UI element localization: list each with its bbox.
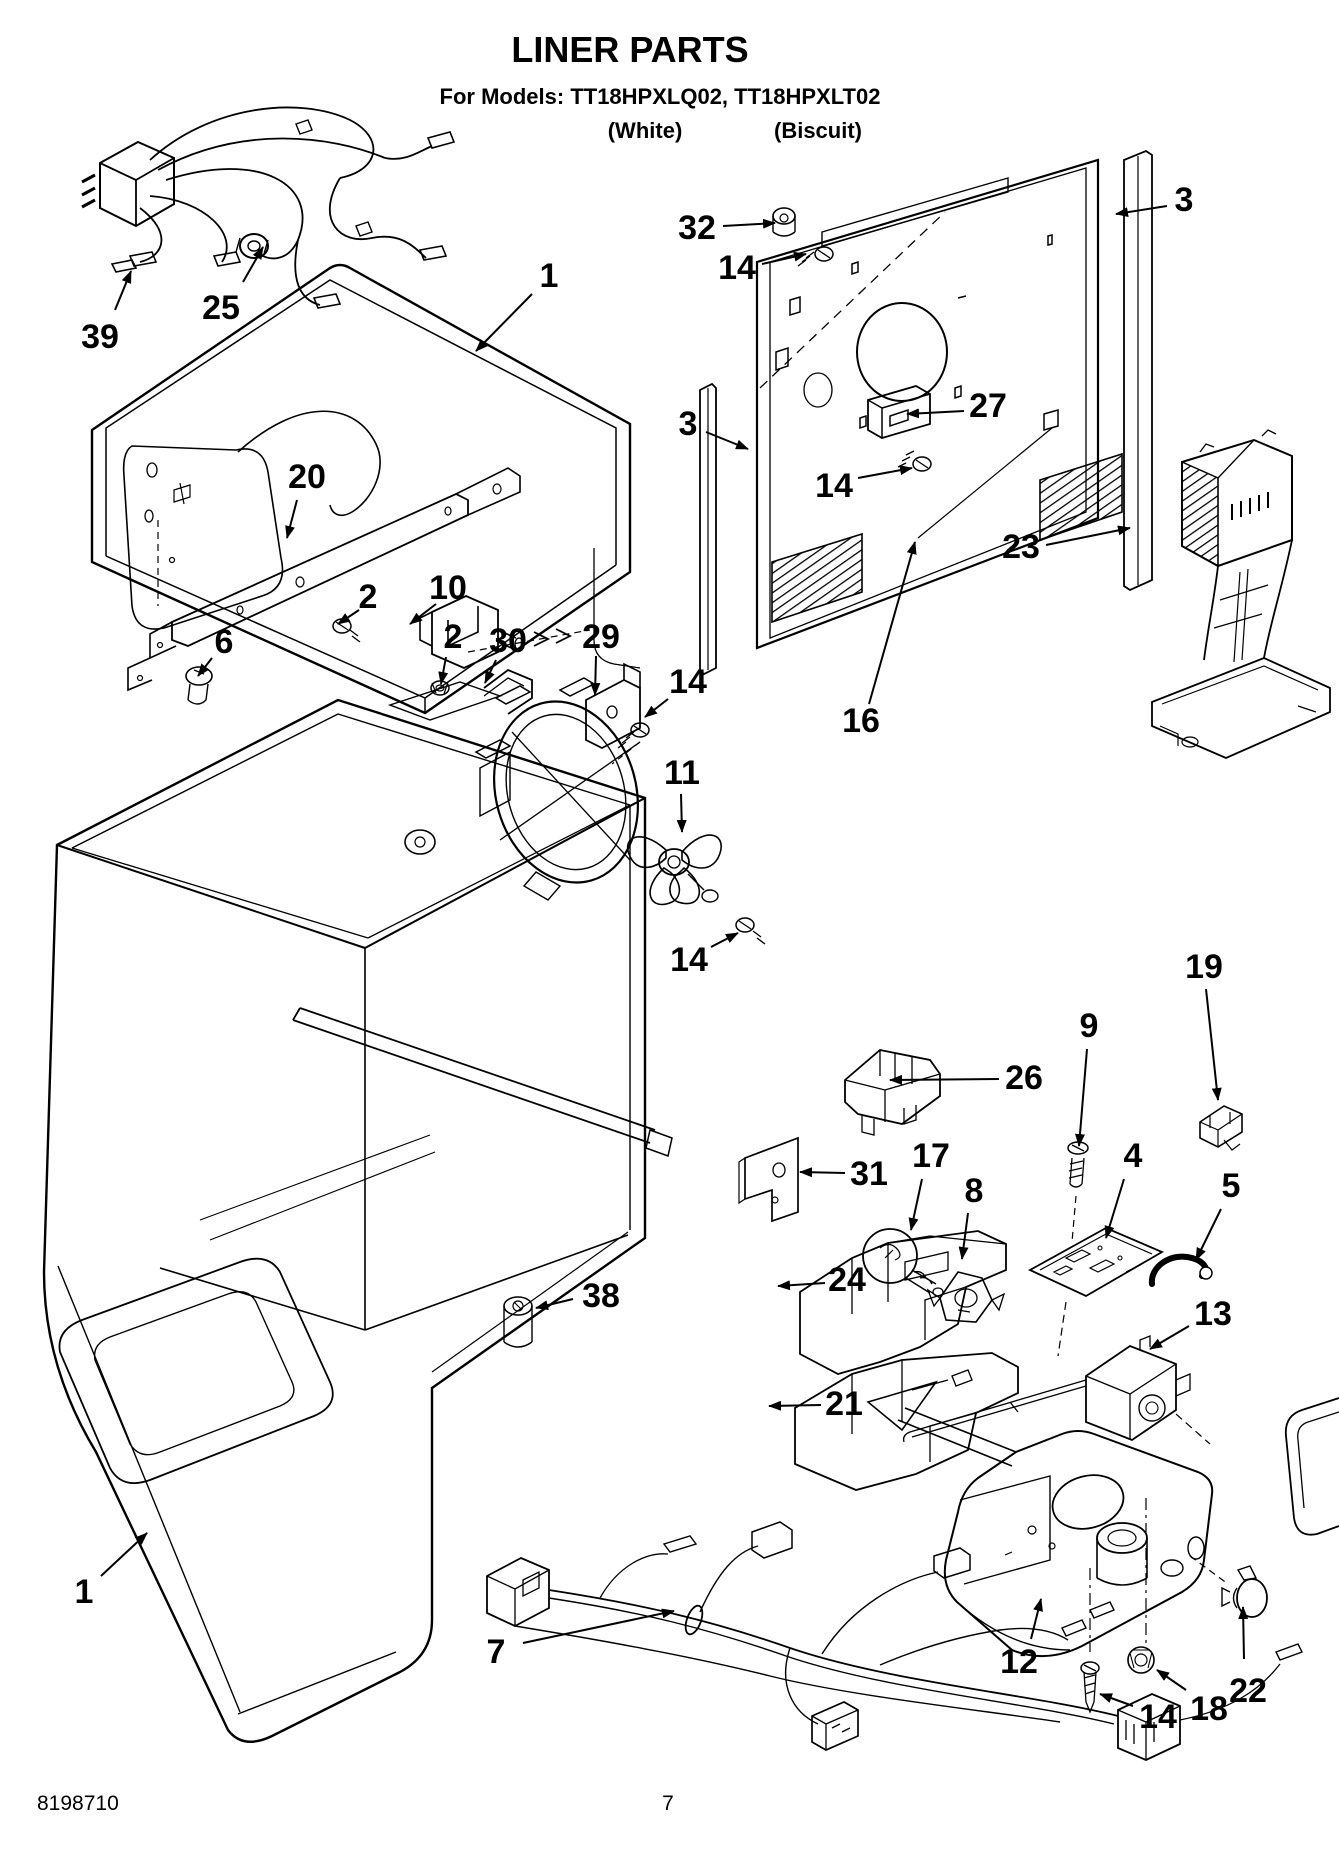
part-label-26-21: 26 bbox=[1005, 1059, 1043, 1097]
leader-arrow-part-26-21 bbox=[889, 1074, 1000, 1085]
leader-arrow-part-32-3 bbox=[722, 218, 776, 229]
leader-arrow-part-14-18 bbox=[644, 698, 669, 718]
air-tower bbox=[1151, 429, 1331, 759]
leader-arrow-part-19-23 bbox=[1205, 988, 1222, 1101]
leader-arrow-part-16-10 bbox=[868, 541, 917, 705]
foam-covers bbox=[794, 1230, 1019, 1491]
leader-arrow-part-1-38 bbox=[100, 1532, 148, 1577]
lower-wire-harness bbox=[486, 1397, 1339, 1761]
leader-arrow-part-11-19 bbox=[676, 793, 687, 833]
leader-arrow-part-14-20 bbox=[710, 932, 739, 948]
part-label-17-25: 17 bbox=[912, 1137, 950, 1175]
leader-arrow-part-18-36 bbox=[1156, 1669, 1187, 1691]
part-label-4-27: 4 bbox=[1124, 1137, 1143, 1175]
leader-arrow-part-2-14 bbox=[438, 656, 449, 685]
part-label-19-23: 19 bbox=[1185, 948, 1223, 986]
leader-arrow-part-1-2 bbox=[475, 293, 533, 352]
part-label-32-3: 32 bbox=[678, 209, 716, 247]
leader-arrow-part-25-1 bbox=[242, 246, 264, 283]
leader-arrow-part-8-26 bbox=[958, 1212, 969, 1260]
part-label-1-38: 1 bbox=[75, 1573, 94, 1611]
part-label-7-33: 7 bbox=[487, 1633, 506, 1671]
part-label-38-30: 38 bbox=[582, 1277, 620, 1315]
page-number: 7 bbox=[662, 1792, 674, 1815]
leader-arrow-part-20-11 bbox=[285, 499, 298, 539]
leader-arrow-part-5-28 bbox=[1195, 1208, 1222, 1261]
leader-arrow-part-17-25 bbox=[908, 1178, 923, 1231]
part-label-30-15: 30 bbox=[489, 622, 527, 660]
leader-arrow-part-24-31 bbox=[777, 1280, 826, 1291]
leader-arrow-part-13-29 bbox=[1149, 1325, 1190, 1350]
part-label-31-24: 31 bbox=[850, 1155, 888, 1193]
leader-arrow-part-39-0 bbox=[114, 270, 132, 311]
part-label-10-13: 10 bbox=[429, 569, 467, 607]
top-wire-harness bbox=[81, 106, 456, 309]
page-title: LINER PARTS bbox=[511, 29, 748, 70]
part-label-29-16: 29 bbox=[582, 618, 620, 656]
color-note-white: (White) bbox=[608, 118, 683, 143]
part-label-3-5: 3 bbox=[1175, 181, 1194, 219]
part-label-14-20: 14 bbox=[670, 941, 708, 979]
part-label-16-10: 16 bbox=[842, 702, 880, 740]
part-label-3-6: 3 bbox=[679, 405, 698, 443]
part-label-2-12: 2 bbox=[359, 578, 378, 616]
leader-arrow-part-23-9 bbox=[1045, 525, 1131, 546]
part-label-39-0: 39 bbox=[81, 318, 119, 356]
part-label-13-29: 13 bbox=[1194, 1295, 1232, 1333]
part-label-5-28: 5 bbox=[1222, 1167, 1241, 1205]
part-label-25-1: 25 bbox=[202, 289, 240, 327]
part-label-14-35: 14 bbox=[1139, 1698, 1177, 1736]
leader-arrow-part-14-4 bbox=[761, 251, 807, 265]
part-label-24-31: 24 bbox=[828, 1261, 866, 1299]
part-label-23-9: 23 bbox=[1002, 528, 1040, 566]
leader-arrow-part-4-27 bbox=[1104, 1178, 1125, 1239]
rear-panel-group bbox=[699, 149, 1153, 676]
part-label-11-19: 11 bbox=[664, 754, 700, 792]
doc-number: 8198710 bbox=[37, 1792, 119, 1815]
part-label-20-11: 20 bbox=[288, 458, 326, 496]
color-note-biscuit: (Biscuit) bbox=[774, 118, 862, 143]
leader-arrow-part-22-37 bbox=[1238, 1606, 1249, 1660]
leader-arrow-part-12-34 bbox=[1030, 1598, 1043, 1640]
part-label-18-36: 18 bbox=[1190, 1690, 1228, 1728]
leader-arrow-part-14-35 bbox=[1099, 1693, 1134, 1707]
leader-arrow-part-2-12 bbox=[337, 609, 360, 625]
part-label-14-18: 14 bbox=[669, 663, 707, 701]
light-control-cluster bbox=[738, 1049, 1243, 1445]
leader-arrow-part-7-33 bbox=[522, 1608, 675, 1644]
leader-arrow-part-30-15 bbox=[484, 659, 497, 684]
leader-arrow-part-3-5 bbox=[1115, 205, 1168, 218]
upper-liner-shell bbox=[90, 263, 641, 750]
leader-arrow-part-21-32 bbox=[768, 1400, 822, 1411]
leader-arrow-part-38-30 bbox=[535, 1298, 574, 1311]
part-label-22-37: 22 bbox=[1229, 1672, 1267, 1710]
part-label-14-4: 14 bbox=[718, 249, 756, 287]
leader-arrow-part-10-13 bbox=[409, 603, 437, 625]
fan-assembly bbox=[474, 548, 766, 945]
part-label-27-7: 27 bbox=[969, 387, 1007, 425]
leader-arrow-part-14-8 bbox=[857, 465, 913, 479]
part-label-6-17: 6 bbox=[215, 623, 234, 661]
leader-arrow-part-6-17 bbox=[197, 657, 213, 677]
part-label-12-34: 12 bbox=[1000, 1643, 1038, 1681]
models-line: For Models: TT18HPXLQ02, TT18HPXLT02 bbox=[440, 84, 881, 109]
leader-arrow-part-29-16 bbox=[590, 655, 601, 696]
control-console bbox=[866, 1380, 1268, 1714]
leader-arrow-part-27-7 bbox=[906, 408, 965, 419]
part-label-21-32: 21 bbox=[825, 1385, 863, 1423]
part-label-8-26: 8 bbox=[965, 1172, 984, 1210]
part-label-2-14: 2 bbox=[444, 618, 463, 656]
leader-arrow-part-31-24 bbox=[799, 1167, 846, 1178]
part-label-1-2: 1 bbox=[540, 257, 559, 295]
part-label-9-22: 9 bbox=[1080, 1007, 1099, 1045]
leader-arrow-part-3-6 bbox=[705, 431, 749, 450]
leader-arrow-part-9-22 bbox=[1075, 1048, 1088, 1147]
lower-liner-shell bbox=[42, 681, 673, 1743]
part-label-14-8: 14 bbox=[815, 467, 853, 505]
